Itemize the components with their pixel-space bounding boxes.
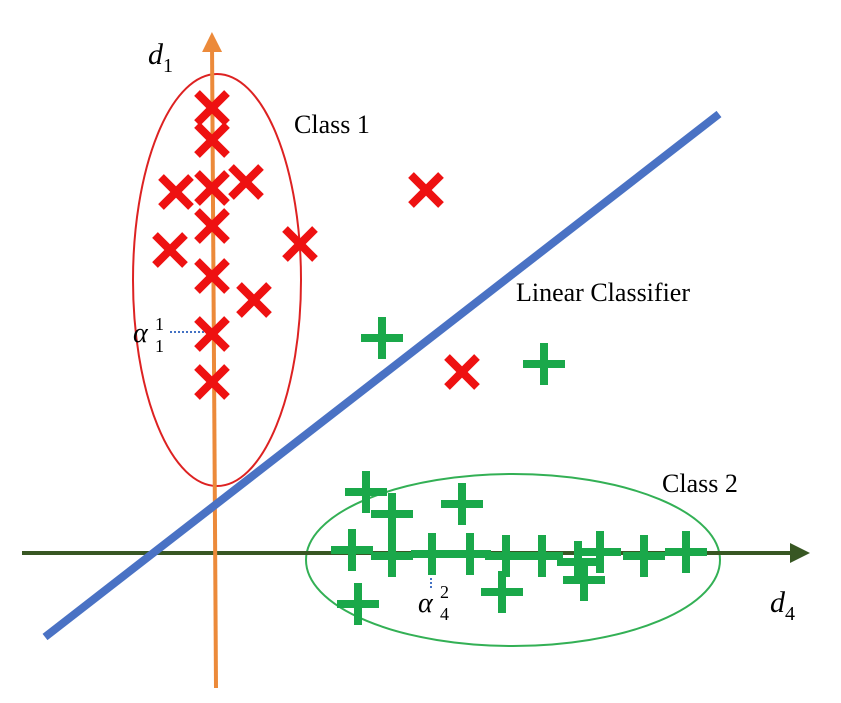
class2-plus-marker [371, 493, 413, 535]
class2-plus-marker [441, 483, 483, 525]
class2-plus-marker [521, 535, 563, 577]
linear-classifier-label: Linear Classifier [516, 278, 690, 307]
class1-cross-marker [194, 208, 230, 244]
svg-text:2: 2 [440, 582, 449, 602]
vertical-axis-d1 [202, 32, 223, 689]
svg-text:4: 4 [440, 604, 449, 624]
class2-plus-marker [485, 535, 527, 577]
class1-cross-marker [194, 364, 230, 400]
class2-plus-marker [345, 471, 387, 513]
class2-ellipse [305, 473, 721, 647]
class1-cross-marker [408, 172, 444, 208]
class1-cross-marker [194, 316, 230, 352]
class1-cross-marker [194, 170, 230, 206]
alpha2-label: α 2 4 [418, 582, 449, 624]
data-markers [152, 90, 707, 625]
class2-plus-marker [449, 533, 491, 575]
class1-cross-marker [236, 282, 272, 318]
svg-text:α: α [133, 318, 149, 349]
vertical-axis-label: d1 [148, 38, 173, 77]
class1-cross-marker [194, 90, 230, 126]
class1-cross-marker [282, 226, 318, 262]
class2-plus-marker [665, 531, 707, 573]
class2-label: Class 2 [662, 469, 738, 498]
class2-plus-marker [481, 571, 523, 613]
class2-plus-marker [579, 531, 621, 573]
svg-text:1: 1 [155, 314, 164, 334]
class2-plus-marker [331, 529, 373, 571]
class1-ellipse [132, 73, 302, 487]
class1-cross-marker [152, 232, 188, 268]
class1-cross-marker [194, 258, 230, 294]
class1-cross-marker [194, 122, 230, 158]
class1-cross-marker [444, 354, 480, 390]
class2-plus-marker [523, 343, 565, 385]
linear-classifier-line [42, 110, 722, 641]
class2-plus-marker [623, 535, 665, 577]
horizontal-axis-label: d4 [770, 586, 795, 625]
svg-text:α: α [418, 588, 434, 619]
class1-cross-marker [158, 174, 194, 210]
class2-plus-marker [361, 317, 403, 359]
class2-plus-marker [371, 535, 413, 577]
svg-text:1: 1 [155, 336, 164, 356]
class2-plus-marker [337, 583, 379, 625]
class1-label: Class 1 [294, 110, 370, 139]
class2-plus-marker [563, 559, 605, 601]
class1-cross-marker [228, 164, 264, 200]
alpha1-label: α 1 1 [133, 314, 164, 356]
class2-plus-marker [411, 533, 453, 575]
